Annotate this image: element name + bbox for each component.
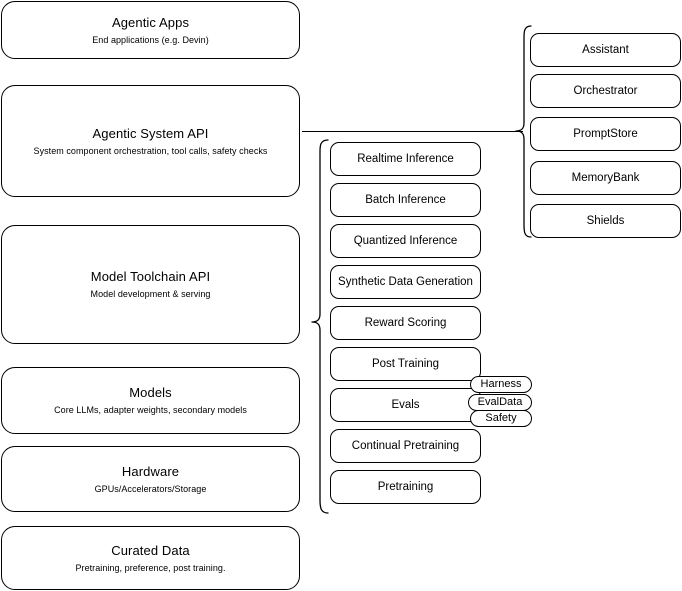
layer-model-toolchain-api[interactable]: Model Toolchain API Model development & … <box>1 225 300 344</box>
component-label: PromptStore <box>573 128 638 140</box>
layer-title: Curated Data <box>111 542 190 558</box>
layer-curated-data[interactable]: Curated Data Pretraining, preference, po… <box>1 526 300 590</box>
pill-safety[interactable]: Safety <box>470 410 532 427</box>
component-label: Orchestrator <box>573 85 638 97</box>
capability-quantized-inference[interactable]: Quantized Inference <box>330 224 481 258</box>
layer-subtitle: Model development & serving <box>90 289 211 299</box>
component-label: Shields <box>586 215 625 227</box>
component-orchestrator[interactable]: Orchestrator <box>530 74 681 108</box>
layer-hardware[interactable]: Hardware GPUs/Accelerators/Storage <box>1 446 300 512</box>
layer-title: Model Toolchain API <box>90 269 211 284</box>
component-assistant[interactable]: Assistant <box>530 33 681 67</box>
layer-title: Models <box>129 385 172 400</box>
component-shields[interactable]: Shields <box>530 204 681 238</box>
capability-label: Post Training <box>371 358 440 370</box>
capability-label: Batch Inference <box>365 194 446 206</box>
capability-label: Realtime Inference <box>357 153 454 165</box>
pill-evaldata[interactable]: EvalData <box>468 394 532 411</box>
brace-agentic-system <box>505 23 535 241</box>
capability-pretraining[interactable]: Pretraining <box>330 470 481 504</box>
pill-label: Harness <box>480 378 522 390</box>
capability-synthetic-data-generation[interactable]: Synthetic Data Generation <box>330 265 481 299</box>
capability-label: Quantized Inference <box>353 235 458 247</box>
capability-realtime-inference[interactable]: Realtime Inference <box>330 142 481 176</box>
capability-evals[interactable]: Evals <box>330 388 481 422</box>
layer-title: Agentic Apps <box>111 14 190 30</box>
pill-label: EvalData <box>477 396 523 408</box>
layer-subtitle: Core LLMs, adapter weights, secondary mo… <box>54 405 247 415</box>
capability-label: Reward Scoring <box>364 317 447 329</box>
capability-post-training[interactable]: Post Training <box>330 347 481 381</box>
pill-harness[interactable]: Harness <box>470 376 532 393</box>
layer-title: Agentic System API <box>92 125 209 141</box>
connector-line-agentic-system-api <box>302 131 523 132</box>
capability-label: Continual Pretraining <box>351 440 460 452</box>
component-promptstore[interactable]: PromptStore <box>530 117 681 151</box>
layer-agentic-system-api[interactable]: Agentic System API System component orch… <box>1 85 300 197</box>
layer-models[interactable]: Models Core LLMs, adapter weights, secon… <box>1 367 300 434</box>
capability-reward-scoring[interactable]: Reward Scoring <box>330 306 481 340</box>
layer-subtitle: GPUs/Accelerators/Storage <box>94 483 207 494</box>
layer-subtitle: Pretraining, preference, post training. <box>75 562 226 573</box>
layer-agentic-apps[interactable]: Agentic Apps End applications (e.g. Devi… <box>1 1 300 59</box>
layer-subtitle: System component orchestration, tool cal… <box>33 145 268 156</box>
component-label: Assistant <box>582 44 629 56</box>
capability-label: Synthetic Data Generation <box>338 276 473 288</box>
layer-title: Hardware <box>121 463 180 479</box>
component-label: MemoryBank <box>571 172 640 184</box>
pill-label: Safety <box>485 412 517 424</box>
capability-batch-inference[interactable]: Batch Inference <box>330 183 481 217</box>
layer-subtitle: End applications (e.g. Devin) <box>92 34 209 45</box>
capability-label: Evals <box>391 399 420 411</box>
component-memorybank[interactable]: MemoryBank <box>530 161 681 195</box>
capability-continual-pretraining[interactable]: Continual Pretraining <box>330 429 481 463</box>
brace-model-toolchain <box>300 138 330 516</box>
capability-label: Pretraining <box>377 481 434 493</box>
